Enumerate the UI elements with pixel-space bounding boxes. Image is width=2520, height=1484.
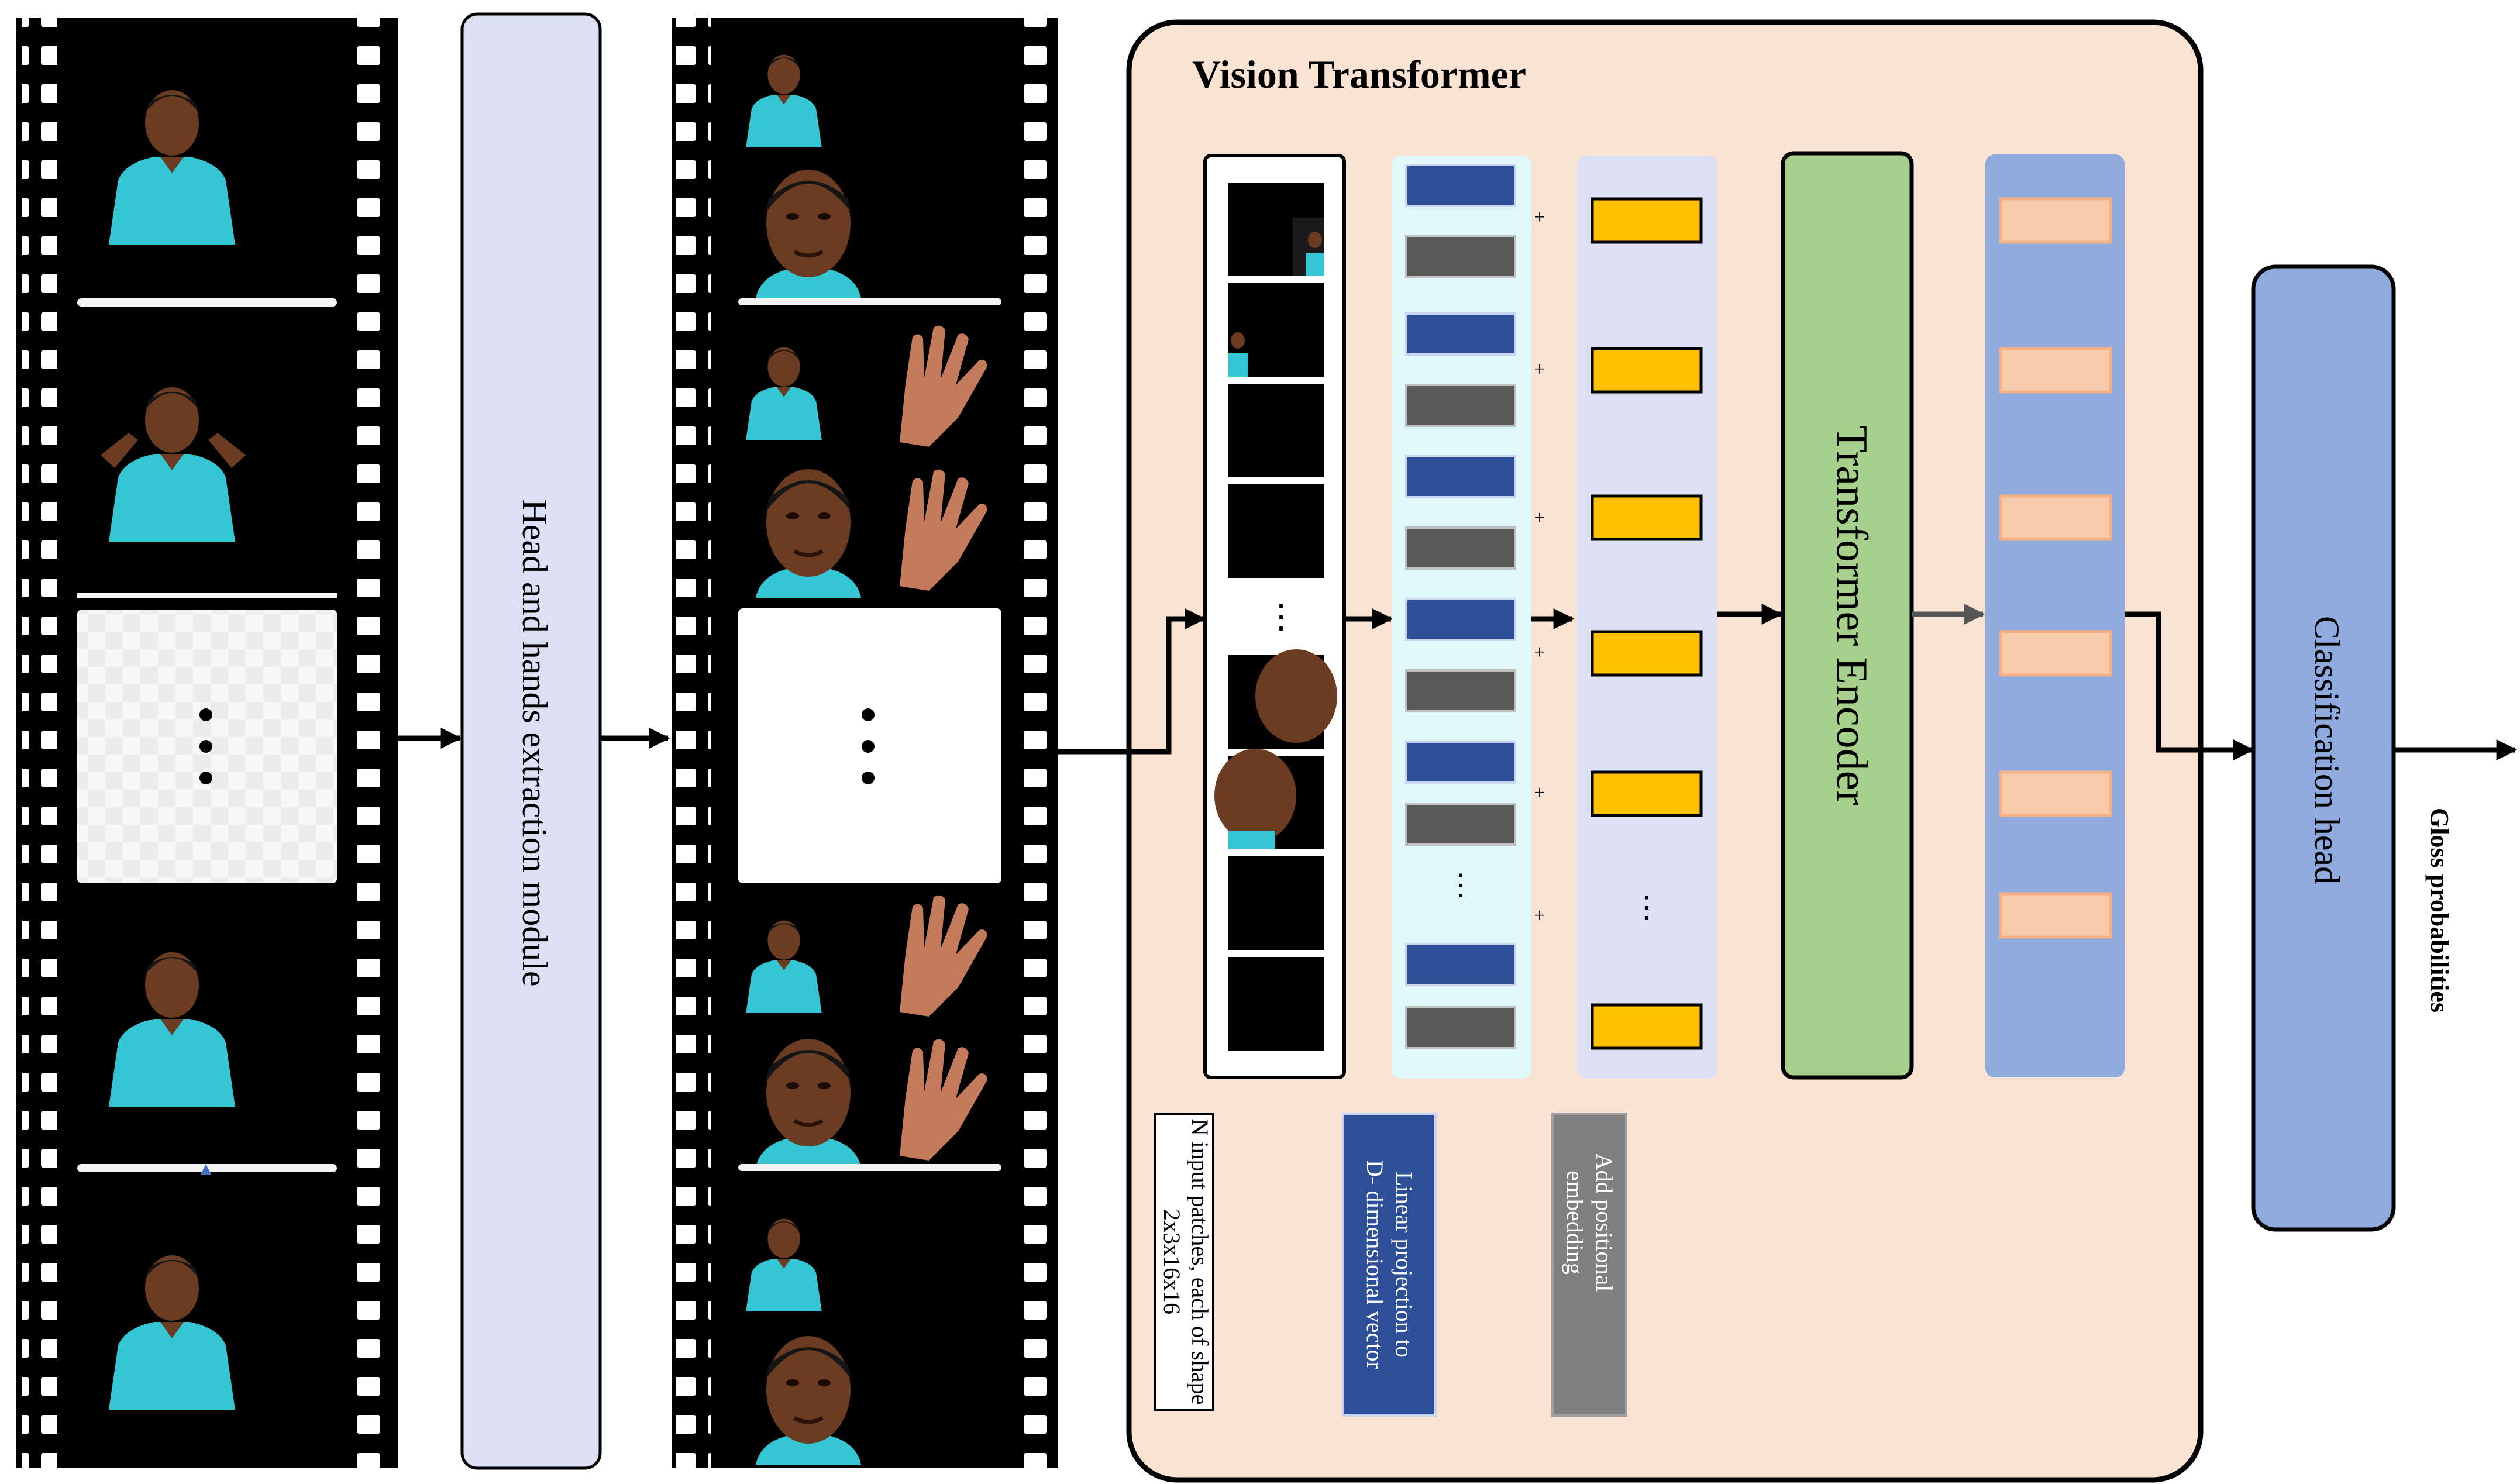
plus-sign: + <box>1534 206 1545 228</box>
transformer-encoder: Transformer Encoder <box>1781 151 1914 1080</box>
output-token <box>1999 630 2112 677</box>
projection-token <box>1405 598 1516 641</box>
plus-sign: + <box>1534 642 1545 663</box>
face-icon <box>738 1324 879 1465</box>
classification-head-label: Classification head <box>2308 616 2346 884</box>
positional-token <box>1591 1003 1703 1050</box>
gloss-probabilities-label: Gloss probabilities <box>2425 808 2454 1013</box>
hand-icon <box>865 1027 1005 1168</box>
input-video-film-strip <box>16 18 398 1468</box>
face-icon <box>738 158 879 298</box>
positional-token <box>1591 347 1703 394</box>
projection-token <box>1405 803 1516 846</box>
legend-projection-line2: D- dimensional vector <box>1362 1160 1388 1369</box>
output-token <box>1999 347 2112 394</box>
person-icon <box>721 335 847 440</box>
person-icon <box>721 42 847 147</box>
positional-token <box>1591 197 1703 244</box>
projection-token <box>1405 455 1516 498</box>
positional-token <box>1591 630 1703 677</box>
patch <box>1228 856 1324 950</box>
face-icon <box>738 457 879 598</box>
arrow-icon <box>1058 608 1206 755</box>
linear-projection-column: ⋮ <box>1392 156 1531 1079</box>
positional-ellipsis: ⋮ <box>1632 890 1661 923</box>
legend-positional-embedding: Add positional embedding <box>1551 1113 1627 1417</box>
plus-sign: + <box>1534 507 1545 529</box>
positional-token <box>1591 770 1703 817</box>
person-icon <box>721 908 847 1013</box>
hand-icon <box>865 457 1005 598</box>
projection-token <box>1405 235 1516 278</box>
legend-projection-line1: Linear projection to <box>1391 1172 1417 1358</box>
hand-icon <box>865 883 1005 1024</box>
legend-positional-line1: Add positional <box>1591 1154 1617 1292</box>
output-token <box>1999 770 2112 817</box>
patches-ellipsis: ⋮ <box>1265 599 1297 635</box>
output-token <box>1999 197 2112 244</box>
hand-icon <box>865 314 1005 454</box>
input-patches-column: ⋮ <box>1203 154 1346 1079</box>
projection-token <box>1405 384 1516 427</box>
output-token <box>1999 494 2112 541</box>
patch <box>1228 183 1324 276</box>
legend-patches-line1: N input patches, each of shape <box>1187 1119 1213 1405</box>
patch <box>1228 957 1324 1051</box>
patch <box>1228 384 1324 477</box>
positional-token <box>1591 494 1703 541</box>
plus-sign: + <box>1534 359 1545 380</box>
projection-ellipsis: ⋮ <box>1446 868 1475 901</box>
projection-token <box>1405 669 1516 712</box>
projection-token <box>1405 164 1516 207</box>
person-icon <box>67 69 277 245</box>
transformer-encoder-label: Transformer Encoder <box>1827 425 1877 805</box>
person-icon <box>721 1206 847 1311</box>
projection-token <box>1405 1006 1516 1049</box>
face-icon <box>738 1027 879 1168</box>
person-icon <box>67 1234 277 1410</box>
classification-head: Classification head <box>2251 264 2396 1232</box>
legend-patches-line2: 2x3x16x16 <box>1159 1209 1185 1314</box>
arrow-icon <box>2125 611 2254 760</box>
person-icon <box>67 931 277 1107</box>
output-token <box>1999 892 2112 939</box>
extraction-module-label: Head and hands extraction module <box>515 499 554 986</box>
vision-transformer-title: Vision Transformer <box>1192 52 1526 97</box>
patch <box>1228 283 1324 377</box>
legend-linear-projection: Linear projection to D- dimensional vect… <box>1342 1113 1437 1417</box>
extracted-film-strip <box>672 18 1058 1468</box>
projection-token <box>1405 943 1516 986</box>
extraction-module: Head and hands extraction module <box>460 12 602 1470</box>
patch <box>1228 649 1337 749</box>
plus-sign: + <box>1534 782 1545 804</box>
patch <box>1214 749 1324 849</box>
projection-token <box>1405 526 1516 570</box>
positional-embedding-column: ⋮ <box>1577 156 1717 1079</box>
legend-positional-line2: embedding <box>1562 1170 1588 1275</box>
person-icon <box>67 366 277 542</box>
encoder-output-column <box>1985 154 2125 1077</box>
hand-icon <box>101 433 246 468</box>
legend-input-patches: N input patches, each of shape 2x3x16x16 <box>1154 1113 1214 1411</box>
vision-transformer-panel: Vision Transformer ⋮ <box>1058 19 2204 1483</box>
projection-token <box>1405 741 1516 784</box>
patch <box>1228 484 1324 578</box>
plus-sign: + <box>1534 905 1545 927</box>
plus-signs: + + + + + + <box>1534 206 1545 927</box>
projection-token <box>1405 312 1516 356</box>
